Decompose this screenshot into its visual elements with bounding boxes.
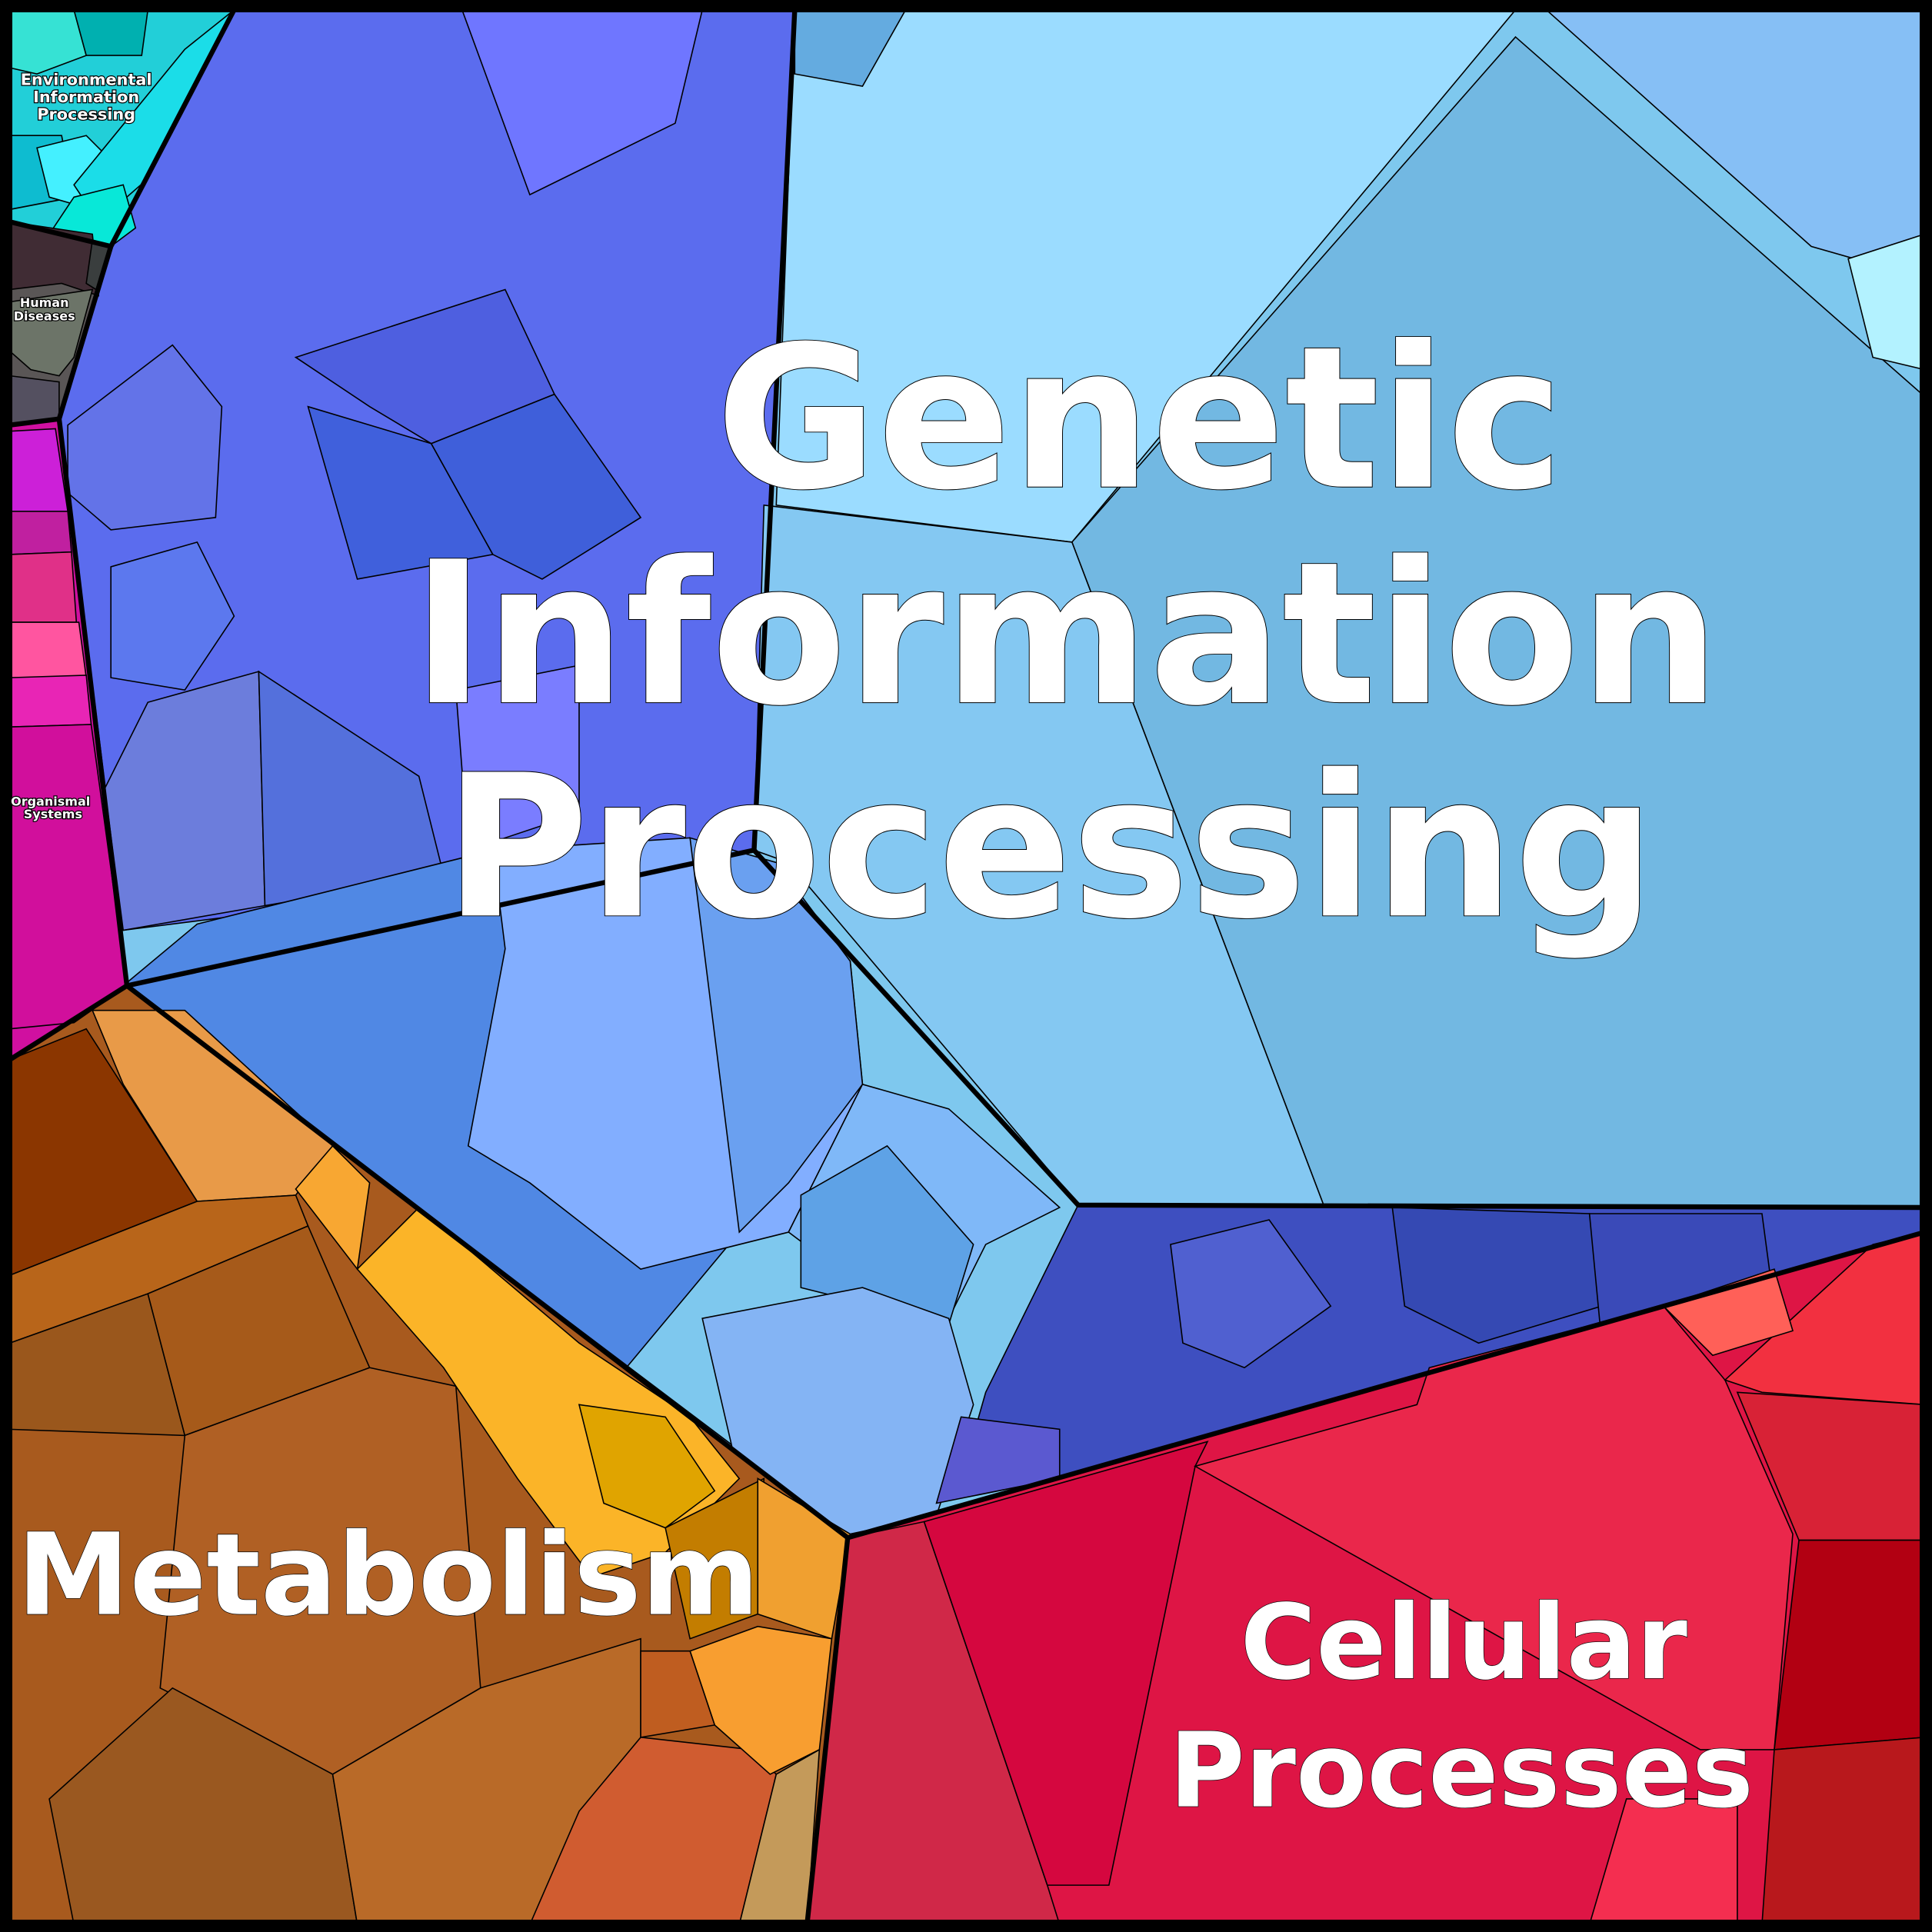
region-cellular-processes[interactable] (806, 1231, 1926, 1926)
label-genetic-line-1: Genetic (715, 305, 1564, 534)
label-environmental-line-1: Environmental (21, 71, 152, 89)
label-cellular-line-2: Processes (1169, 1710, 1754, 1831)
label-metabolism: Metabolism (17, 1509, 760, 1641)
label-organismal-line-2: Systems (24, 807, 82, 821)
label-human-diseases-line-1: Human (20, 295, 69, 310)
label-environmental-line-2: Information (33, 88, 139, 106)
label-cellular-line-1: Cellular (1241, 1582, 1687, 1703)
region-metabolism[interactable] (9, 984, 851, 1926)
label-genetic-line-2: Information (411, 520, 1720, 749)
region-genetic-information-processing[interactable] (58, 9, 1926, 1539)
label-genetic-line-3: Processing (444, 733, 1655, 962)
region-environmental-information-processing[interactable] (9, 9, 235, 248)
label-organismal-line-1: Organismal (11, 794, 90, 809)
label-environmental-line-3: Processing (37, 105, 135, 123)
region-organismal-systems[interactable] (9, 418, 128, 1061)
label-human-diseases-line-2: Diseases (14, 309, 75, 324)
